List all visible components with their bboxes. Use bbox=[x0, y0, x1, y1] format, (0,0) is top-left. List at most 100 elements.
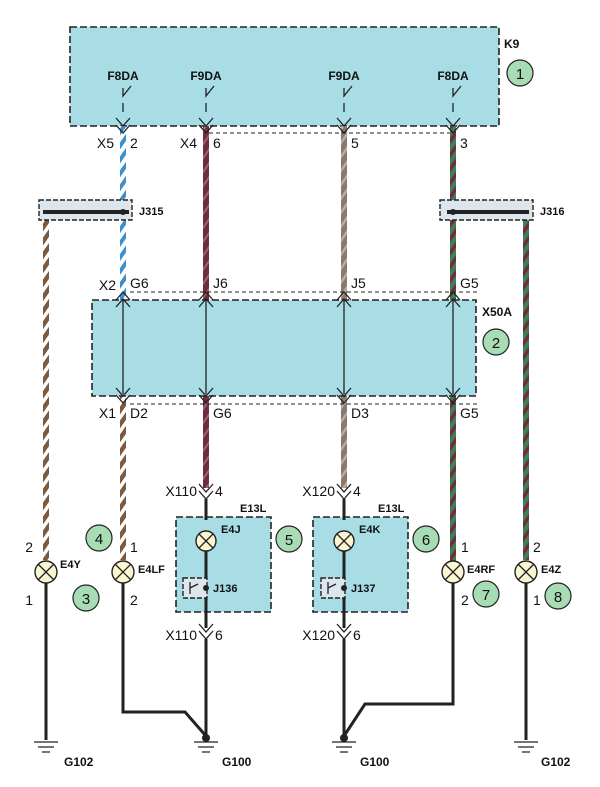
pin5-label: 5 bbox=[351, 135, 359, 151]
x4-pin: 6 bbox=[213, 135, 221, 151]
callout-7-number: 7 bbox=[482, 587, 490, 604]
e13l-right-label: E13L bbox=[378, 503, 405, 515]
x50a-terminal-2 bbox=[198, 291, 214, 404]
callout-7-circle bbox=[472, 580, 500, 608]
fuse-1: F8DA bbox=[107, 69, 139, 112]
pin3-label: 3 bbox=[460, 135, 468, 151]
splice-j315-label: J315 bbox=[139, 206, 163, 218]
x2-pin-2: J6 bbox=[213, 275, 228, 291]
x120-top-pin: 4 bbox=[353, 483, 361, 499]
lamp-e4y-pin-bottom: 1 bbox=[25, 592, 33, 608]
wire-brown-white-y bbox=[43, 220, 49, 560]
lamp-e4z-pin-top: 2 bbox=[533, 539, 541, 555]
switch-j136 bbox=[182, 577, 208, 599]
lamp-e4lf-label: E4LF bbox=[138, 564, 165, 576]
wire-blue-white bbox=[120, 126, 126, 394]
lamp-e4lf bbox=[111, 560, 135, 584]
callout-2-circle bbox=[482, 328, 510, 356]
callout-1-number: 1 bbox=[516, 66, 524, 83]
fuse-2-label: F9DA bbox=[190, 69, 222, 83]
x50a-terminal-3 bbox=[336, 291, 352, 404]
callout-1-circle bbox=[506, 59, 534, 87]
x110-bottom-label: X110 bbox=[165, 627, 197, 643]
wire-green-maroon-z bbox=[523, 220, 529, 560]
e13l-left-label: E13L bbox=[240, 503, 267, 515]
k9-module bbox=[69, 26, 500, 127]
fuse-4: F8DA bbox=[437, 69, 469, 112]
lamp-e4y-label: E4Y bbox=[60, 559, 81, 571]
lamp-e4y bbox=[34, 560, 58, 584]
x4-terminal bbox=[198, 117, 214, 134]
callout-5-circle bbox=[275, 525, 303, 553]
lamp-e4rf bbox=[441, 560, 465, 584]
ground-g102-left-label: G102 bbox=[64, 755, 94, 769]
fuse-3: F9DA bbox=[328, 69, 360, 112]
callout-2-number: 2 bbox=[492, 335, 500, 352]
x110-top-label: X110 bbox=[165, 483, 197, 499]
callout-3-number: 3 bbox=[82, 591, 90, 608]
pin3-terminal bbox=[445, 117, 461, 134]
x50a-terminals bbox=[115, 291, 461, 404]
lamp-e4rf-pin-bottom: 2 bbox=[461, 592, 469, 608]
ground-g100-right bbox=[332, 741, 356, 753]
k9-label: K9 bbox=[504, 37, 520, 51]
x1-pin-2: G6 bbox=[213, 405, 232, 421]
switch-j137 bbox=[320, 577, 346, 599]
x110-bottom-pin: 6 bbox=[215, 627, 223, 643]
lamp-e4z-label: E4Z bbox=[541, 564, 561, 576]
fuse-3-label: F9DA bbox=[328, 69, 360, 83]
x2-label: X2 bbox=[99, 277, 116, 293]
callout-6-circle bbox=[412, 525, 440, 553]
x120-top-label: X120 bbox=[302, 483, 335, 499]
ground-g100-left-label: G100 bbox=[222, 755, 252, 769]
x50a-terminal-1 bbox=[115, 291, 131, 404]
x50a-terminal-4 bbox=[445, 291, 461, 404]
x1-label: X1 bbox=[99, 405, 116, 421]
ground-g100-right-label: G100 bbox=[360, 755, 390, 769]
lamp-e4k-label: E4K bbox=[359, 524, 380, 536]
x5-terminal bbox=[115, 117, 131, 134]
pin5-terminal bbox=[336, 117, 352, 134]
lamp-e4z-pin-bottom: 1 bbox=[533, 592, 541, 608]
callout-8-number: 8 bbox=[554, 589, 562, 606]
lamp-e4j bbox=[195, 530, 217, 552]
x1-pin-1: D2 bbox=[130, 405, 148, 421]
x50a-label: X50A bbox=[482, 305, 512, 319]
fuse-4-label: F8DA bbox=[437, 69, 469, 83]
x5-pin: 2 bbox=[130, 135, 138, 151]
x120-bottom-label: X120 bbox=[302, 627, 335, 643]
fuse-1-label: F8DA bbox=[107, 69, 139, 83]
ground-g102-right bbox=[514, 741, 538, 753]
callout-4-circle bbox=[85, 524, 113, 552]
x110-top-pin: 4 bbox=[215, 483, 223, 499]
ground-g100-left bbox=[194, 741, 218, 753]
lamp-e4z bbox=[514, 560, 538, 584]
callout-8-circle bbox=[544, 582, 572, 610]
callout-3-circle bbox=[72, 584, 100, 612]
x4-label: X4 bbox=[180, 135, 197, 151]
x50a-module bbox=[91, 299, 477, 397]
x2-pin-4: G5 bbox=[460, 275, 479, 291]
callout-6-number: 6 bbox=[422, 532, 430, 549]
fuse-2: F9DA bbox=[190, 69, 222, 112]
splice-j316-label: J316 bbox=[540, 206, 564, 218]
switch-j137-label: J137 bbox=[351, 583, 375, 595]
switch-j136-label: J136 bbox=[213, 583, 237, 595]
lamp-e4lf-pin-top: 1 bbox=[130, 539, 138, 555]
ground-g102-left bbox=[34, 741, 58, 753]
x120-bottom-pin: 6 bbox=[353, 627, 361, 643]
x1-pin-3: D3 bbox=[351, 405, 369, 421]
wire-brown-white-lf bbox=[120, 394, 126, 560]
x2-pin-1: G6 bbox=[130, 275, 149, 291]
x5-label: X5 bbox=[97, 135, 114, 151]
callout-5-number: 5 bbox=[285, 532, 293, 549]
x1-pin-4: G5 bbox=[460, 405, 479, 421]
lamp-e4j-label: E4J bbox=[221, 524, 241, 536]
x2-pin-3: J5 bbox=[351, 275, 366, 291]
lamp-e4rf-pin-top: 1 bbox=[461, 539, 469, 555]
lamp-e4lf-pin-bottom: 2 bbox=[130, 592, 138, 608]
lamp-e4k bbox=[333, 530, 355, 552]
lamp-e4y-pin-top: 2 bbox=[25, 539, 33, 555]
